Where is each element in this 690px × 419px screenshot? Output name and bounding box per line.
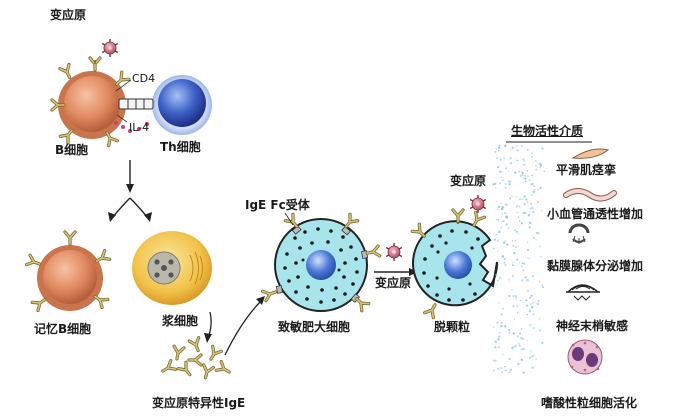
effect-nerve-sensitivity-label: 神经末梢敏感 (556, 319, 629, 333)
ige-fc-receptor-label: IgE Fc受体 (245, 198, 310, 212)
b-cell (64, 76, 120, 132)
degranulation-label: 脱颗粒 (434, 320, 471, 334)
plasma-cell-label: 浆细胞 (162, 314, 199, 328)
sensitized-mast-cell (261, 212, 382, 313)
il4-label: IL-4 (129, 121, 150, 134)
cd4-label: CD4 (132, 72, 156, 85)
differentiation-arrows (108, 160, 152, 222)
degranulating-mast-cell (410, 194, 499, 320)
allergen-arrow-label: 变应原 (375, 276, 412, 290)
mediators-title: 生物活性介质 (511, 124, 584, 138)
effect-gland-secretion-label: 黏膜腺体分泌增加 (547, 259, 644, 273)
allergen-exposure-arrow (374, 242, 418, 276)
memory-b-cell (25, 230, 112, 313)
gland-icon (568, 223, 590, 244)
sensitized-mast-cell-label: 致敏肥大细胞 (278, 320, 351, 334)
th-cell (158, 79, 206, 127)
allergen-label-right: 变应原 (450, 174, 487, 188)
nerve-ending-icon (566, 284, 600, 301)
eosinophil-icon (567, 339, 603, 375)
ige-flow-arrows (204, 296, 265, 356)
memory-b-cell-label: 记忆B细胞 (34, 322, 92, 336)
b-th-interaction (50, 38, 212, 148)
th-cell-label: Th细胞 (160, 140, 201, 154)
free-ige-cloud (158, 336, 234, 381)
smooth-muscle-icon (571, 148, 610, 159)
b-cell-label: B细胞 (55, 143, 89, 157)
blood-vessel-icon (563, 188, 617, 202)
effect-eosinophil-activation-label: 嗜酸性粒细胞活化 (541, 396, 638, 410)
effect-vascular-permeability-label: 小血管通透性增加 (547, 207, 644, 221)
effect-smooth-muscle-label: 平滑肌痉挛 (556, 163, 617, 177)
released-mediator-granules (492, 144, 546, 374)
allergen-label-top: 变应原 (50, 8, 87, 22)
specific-ige-label: 变应原特异性IgE (152, 396, 246, 410)
plasma-cell (132, 231, 212, 305)
